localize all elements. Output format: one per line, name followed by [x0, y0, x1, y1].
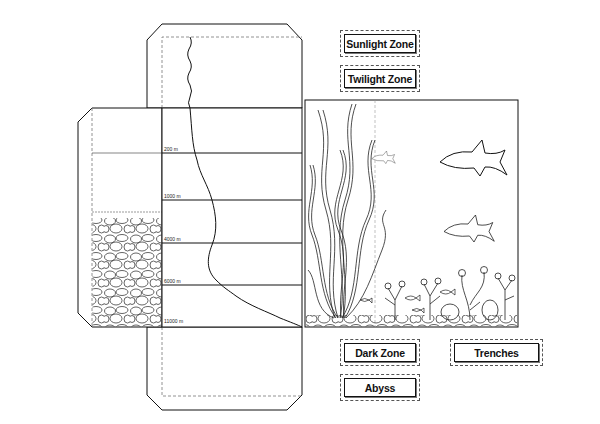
coral-bulb — [385, 283, 391, 289]
zone-label-frame: Trenches — [454, 343, 539, 362]
kelp-strand — [308, 270, 334, 318]
depth-line — [92, 153, 162, 154]
sharks — [372, 140, 507, 242]
depth-label: 200 m — [164, 146, 178, 152]
coral-bulb — [495, 273, 501, 279]
depth-label: 6000 m — [164, 278, 181, 284]
rock-bed — [93, 218, 162, 327]
depth-face — [162, 108, 302, 327]
zone-label-frame: Twilight Zone — [344, 69, 416, 88]
rock-bed — [306, 315, 517, 327]
kelp-strand — [309, 165, 336, 318]
coral-bulb — [509, 275, 515, 281]
fish — [360, 298, 372, 303]
kelp-strand — [345, 140, 375, 318]
bottom-flap — [147, 327, 302, 410]
scene-face — [305, 100, 518, 327]
zone-label-box: Trenches — [450, 339, 543, 366]
zone-label-box: Abyss — [340, 374, 420, 401]
zone-label-box: Sunlight Zone — [340, 30, 420, 57]
fish — [412, 308, 424, 313]
small-fish — [360, 289, 455, 313]
coral-bulb — [421, 279, 427, 285]
depth-line — [162, 153, 302, 154]
fold-line — [162, 37, 302, 108]
coral — [385, 267, 515, 321]
fold-line — [375, 100, 376, 327]
coral-branch — [424, 283, 440, 320]
zone-label-frame: Abyss — [344, 378, 416, 397]
kelp — [308, 104, 386, 318]
coral-bulb — [459, 270, 466, 277]
kelp-strand — [346, 210, 386, 318]
left-face — [78, 108, 162, 327]
shark — [440, 140, 507, 176]
kelp-strand — [318, 110, 335, 318]
shark — [444, 215, 494, 242]
top-flap — [147, 24, 302, 108]
fish — [405, 295, 420, 301]
zone-label-box: Dark Zone — [340, 339, 420, 366]
zone-label: Dark Zone — [355, 347, 405, 359]
kelp-strand — [312, 165, 338, 318]
zone-label: Trenches — [474, 347, 519, 359]
coral-bulb — [481, 267, 488, 274]
coral-branch — [462, 272, 485, 320]
fish — [440, 289, 455, 295]
depth-label: 1000 m — [164, 193, 181, 199]
fold-line — [162, 327, 302, 396]
zone-label: Twilight Zone — [348, 73, 412, 85]
fold-line — [92, 108, 93, 327]
shark — [372, 151, 395, 164]
coral-bulb — [435, 278, 441, 284]
depth-line — [162, 200, 302, 201]
zone-label: Abyss — [365, 382, 396, 394]
coral-branch — [385, 286, 402, 320]
kelp-strand — [338, 150, 347, 318]
zone-label-frame: Dark Zone — [344, 343, 416, 362]
depth-label: 11000 m — [164, 318, 183, 324]
depth-label: 4000 m — [164, 236, 181, 242]
zone-label-box: Twilight Zone — [340, 65, 420, 92]
depth-lines — [162, 153, 302, 285]
seafloor-profile — [188, 37, 302, 327]
depth-line — [162, 243, 302, 244]
depth-line — [162, 285, 302, 286]
zone-label-frame: Sunlight Zone — [344, 34, 416, 53]
coral-branch — [498, 278, 514, 320]
zone-label: Sunlight Zone — [346, 38, 413, 50]
coral-bulb — [399, 281, 405, 287]
depth-line — [92, 212, 162, 213]
